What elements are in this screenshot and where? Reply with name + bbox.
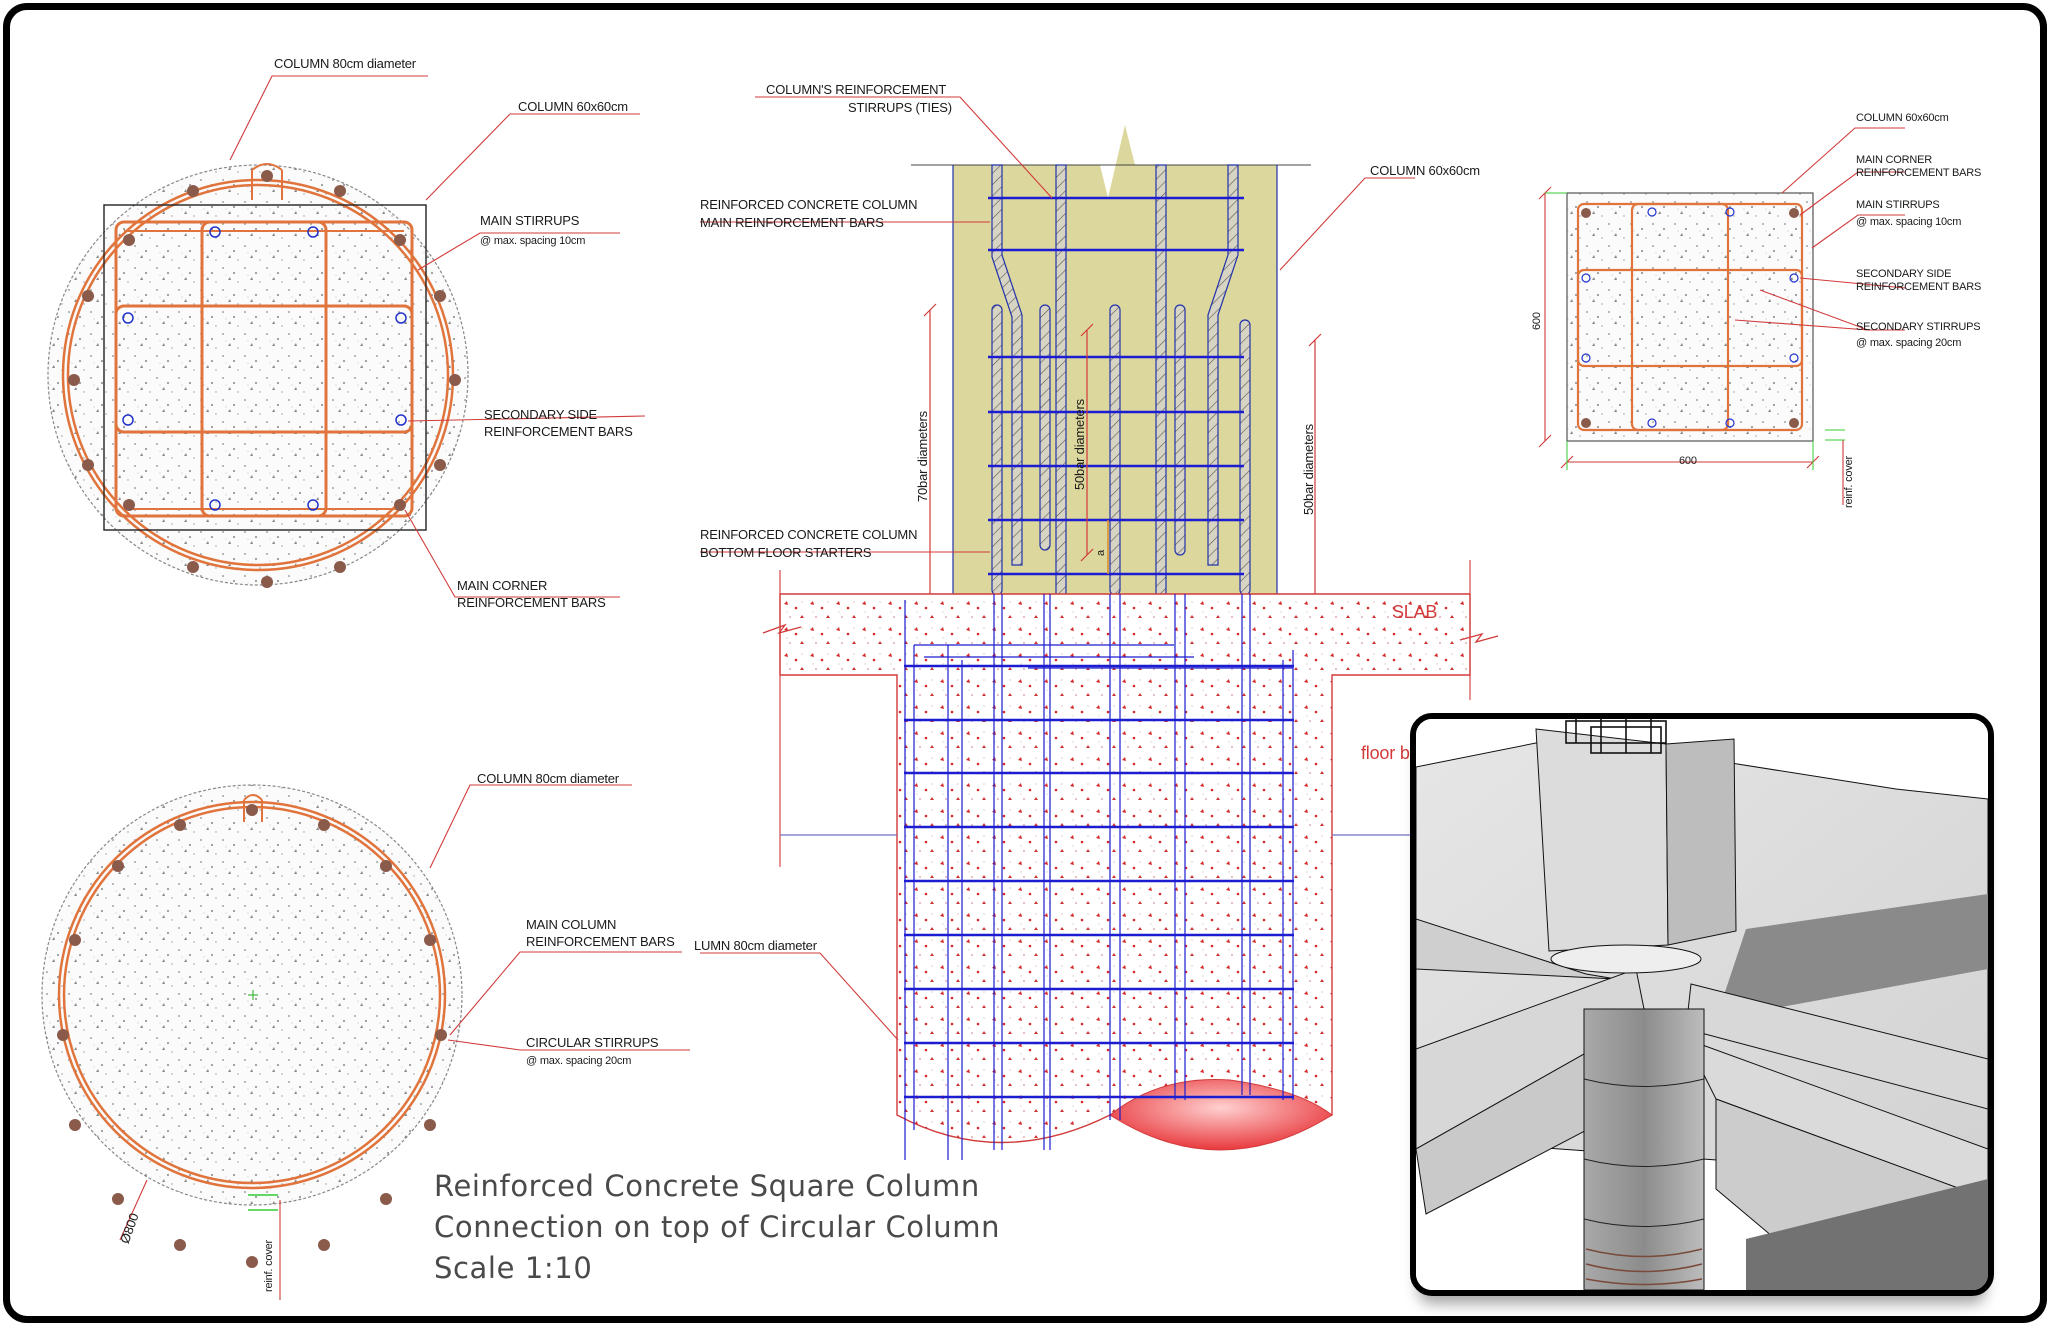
title-line-3: Scale 1:10 bbox=[434, 1251, 593, 1285]
label-right-sec-stirrups: SECONDARY STIRRUPS bbox=[1856, 321, 1981, 333]
label-circular-stirrups-spacing: @ max. spacing 20cm bbox=[526, 1055, 632, 1067]
label-main-corner-2: REINFORCEMENT BARS bbox=[457, 595, 606, 610]
label-ties-2: STIRRUPS (TIES) bbox=[848, 100, 952, 115]
label-right-dim-width: 600 bbox=[1679, 455, 1697, 467]
label-starters-1: REINFORCED CONCRETE COLUMN bbox=[700, 527, 918, 542]
label-circular-column-elevation: LUMN 80cm diameter bbox=[694, 938, 817, 953]
label-main-stirrups: MAIN STIRRUPS bbox=[480, 213, 580, 228]
label-reinf-cover-bottom: reinf. cover bbox=[263, 1239, 275, 1292]
label-main-column-bars-1: MAIN COLUMN bbox=[526, 917, 617, 932]
label-main-corner-1: MAIN CORNER bbox=[457, 578, 548, 593]
label-circle-column-top: COLUMN 80cm diameter bbox=[274, 56, 416, 71]
label-right-reinf-cover: reinf. cover bbox=[1843, 455, 1855, 508]
label-secondary-side-1: SECONDARY SIDE bbox=[484, 407, 598, 422]
label-circular-stirrups: CIRCULAR STIRRUPS bbox=[526, 1035, 659, 1050]
label-ties-1: COLUMN'S REINFORCEMENT bbox=[766, 82, 947, 97]
label-right-stirrups-spacing: @ max. spacing 10cm bbox=[1856, 216, 1962, 228]
label-right-stirrups: MAIN STIRRUPS bbox=[1856, 199, 1940, 211]
label-right-side-2: REINFORCEMENT BARS bbox=[1856, 281, 1982, 293]
label-starters-2: BOTTOM FLOOR STARTERS bbox=[700, 545, 872, 560]
render-3d-panel bbox=[1410, 713, 1994, 1296]
label-right-corner-1: MAIN CORNER bbox=[1856, 154, 1933, 166]
label-right-dim-height: 600 bbox=[1531, 312, 1543, 330]
label-dim-a: a bbox=[1095, 550, 1107, 556]
label-square-column-elevation: COLUMN 60x60cm bbox=[1370, 163, 1480, 178]
label-secondary-side-2: REINFORCEMENT BARS bbox=[484, 424, 633, 439]
label-slab: SLAB bbox=[1392, 602, 1438, 622]
render-3d-image bbox=[1416, 719, 1988, 1290]
label-dim-50-outer: 50bar diameters bbox=[1301, 424, 1316, 515]
label-square-column-top: COLUMN 60x60cm bbox=[518, 99, 628, 114]
drawing-title: Reinforced Concrete Square Column Connec… bbox=[434, 1166, 1000, 1289]
right-section bbox=[1538, 127, 1906, 505]
label-main-stirrups-spacing: @ max. spacing 10cm bbox=[480, 235, 586, 247]
label-right-sec-stirrups-spacing: @ max. spacing 20cm bbox=[1856, 337, 1962, 349]
label-main-bars-2: MAIN REINFORCEMENT BARS bbox=[700, 215, 884, 230]
label-floor-beam: floor b bbox=[1361, 743, 1410, 763]
label-dim-70: 70bar diameters bbox=[915, 411, 930, 502]
title-line-2: Connection on top of Circular Column bbox=[434, 1210, 1001, 1244]
title-line-1: Reinforced Concrete Square Column bbox=[434, 1169, 980, 1203]
top-left-section bbox=[47, 75, 646, 598]
label-main-bars-1: REINFORCED CONCRETE COLUMN bbox=[700, 197, 918, 212]
label-right-side-1: SECONDARY SIDE bbox=[1856, 268, 1952, 280]
label-circle-column-bottom: COLUMN 80cm diameter bbox=[477, 771, 619, 786]
label-main-column-bars-2: REINFORCEMENT BARS bbox=[526, 934, 675, 949]
label-right-corner-2: REINFORCEMENT BARS bbox=[1856, 167, 1982, 179]
label-dim-50-inner: 50bar diameters bbox=[1072, 399, 1087, 490]
label-right-column: COLUMN 60x60cm bbox=[1856, 112, 1949, 124]
elevation-section bbox=[700, 96, 1499, 1160]
bottom-left-section bbox=[41, 784, 690, 1300]
